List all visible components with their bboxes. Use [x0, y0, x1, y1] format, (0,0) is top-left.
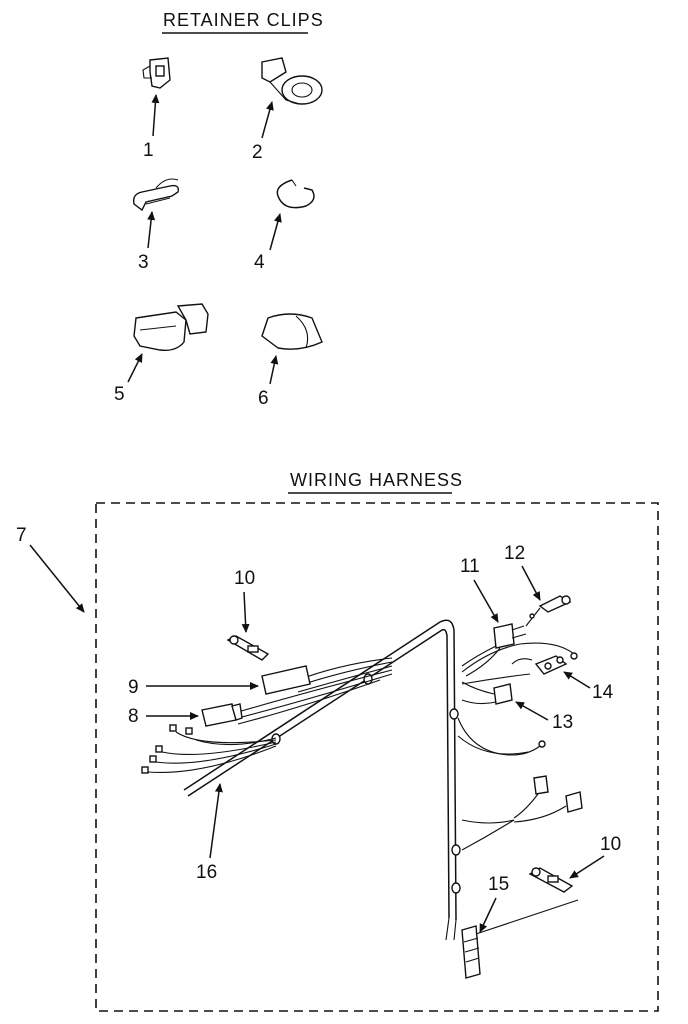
retainer-clip-6: 6 [258, 313, 323, 409]
callout-7: 7 [16, 525, 27, 546]
callout-10-lower: 10 [600, 834, 621, 855]
callout-15: 15 [488, 874, 509, 895]
callout-14: 14 [592, 682, 614, 703]
callout-9: 9 [128, 677, 139, 698]
callout-10-upper: 10 [234, 568, 255, 589]
retainer-clip-4: 4 [254, 179, 315, 273]
connector-9: 9 [128, 665, 311, 698]
callout-2: 2 [252, 142, 263, 163]
terminal-14: 14 [461, 642, 614, 703]
callout-6: 6 [258, 388, 269, 409]
connector-11: 11 [460, 556, 527, 677]
connector-15: 15 [461, 874, 579, 979]
wiring-harness-title: WIRING HARNESS [290, 470, 463, 490]
callout-8: 8 [128, 706, 139, 727]
callout-7-arrow [29, 544, 85, 613]
retainer-clip-5: 5 [114, 303, 209, 405]
connector-8: 8 [128, 703, 243, 727]
callout-16: 16 [196, 862, 217, 883]
wiring-harness-section: WIRING HARNESS 7 [16, 470, 659, 1012]
harness-main-trunk [183, 619, 461, 941]
retainer-clip-3: 3 [132, 178, 180, 273]
callout-3: 3 [138, 252, 149, 273]
terminal-10-lower: 10 [528, 834, 621, 893]
callout-12: 12 [504, 543, 525, 564]
retainer-clips-section: RETAINER CLIPS 1 2 3 [114, 10, 324, 409]
callout-4: 4 [254, 252, 265, 273]
callout-1: 1 [143, 140, 154, 161]
callout-5: 5 [114, 384, 125, 405]
harness-right-branch [457, 717, 583, 851]
retainer-clip-2: 2 [252, 57, 323, 163]
harness-rod-16: 16 [196, 783, 223, 883]
connector-13: 13 [461, 681, 573, 733]
retainer-clips-title: RETAINER CLIPS [163, 10, 324, 30]
harness-assembly-boundary [95, 502, 659, 1012]
callout-13: 13 [552, 712, 573, 733]
terminal-10-upper: 10 [226, 568, 270, 661]
callout-11: 11 [460, 556, 480, 577]
terminal-12: 12 [504, 543, 572, 627]
harness-left-branch [141, 657, 393, 774]
retainer-clip-1: 1 [142, 57, 171, 161]
